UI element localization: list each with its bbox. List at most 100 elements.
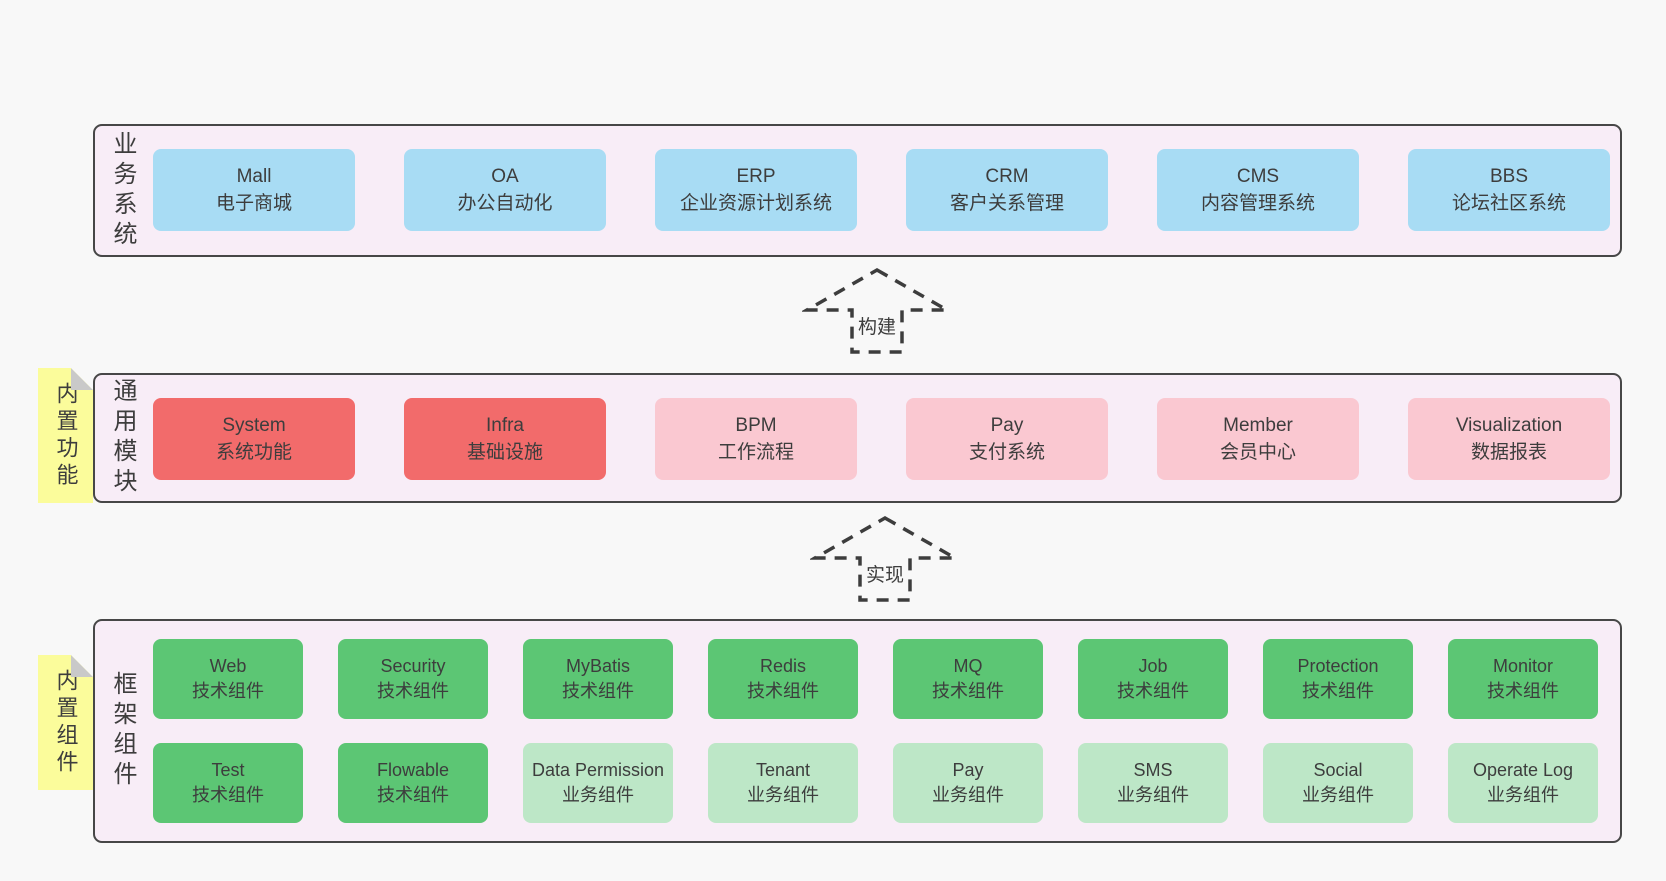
box-subtitle-zh: 技术组件 bbox=[192, 681, 264, 701]
box-title-en: System bbox=[222, 415, 286, 436]
box-security: Security 技术组件 bbox=[338, 639, 488, 719]
box-erp: ERP 企业资源计划系统 bbox=[655, 149, 857, 231]
box-subtitle-zh: 技术组件 bbox=[192, 785, 264, 805]
box-tenant: Tenant 业务组件 bbox=[708, 743, 858, 823]
box-subtitle-zh: 企业资源计划系统 bbox=[679, 193, 832, 214]
box-redis: Redis 技术组件 bbox=[708, 639, 858, 719]
box-title-en: Tenant bbox=[755, 760, 811, 780]
box-subtitle-zh: 业务组件 bbox=[562, 785, 634, 805]
box-subtitle-zh: 技术组件 bbox=[747, 681, 819, 701]
box-title-en: Pay bbox=[952, 760, 984, 780]
box-title-en: Redis bbox=[759, 656, 807, 676]
box-subtitle-zh: 基础设施 bbox=[466, 442, 543, 463]
box-subtitle-zh: 业务组件 bbox=[1302, 785, 1374, 805]
box-mall: Mall 电子商城 bbox=[153, 149, 355, 231]
panel-title-vertical: 业务系统 bbox=[109, 130, 136, 251]
box-title-en: Test bbox=[211, 760, 245, 780]
box-subtitle-zh: 会员中心 bbox=[1219, 442, 1296, 463]
box-mq: MQ 技术组件 bbox=[893, 639, 1043, 719]
box-title-en: ERP bbox=[736, 166, 776, 187]
box-protection: Protection 技术组件 bbox=[1263, 639, 1413, 719]
panel-title-vertical: 通用模块 bbox=[109, 378, 136, 498]
box-subtitle-zh: 论坛社区系统 bbox=[1451, 193, 1566, 214]
box-subtitle-zh: 技术组件 bbox=[1302, 681, 1374, 701]
box-subtitle-zh: 技术组件 bbox=[1117, 681, 1189, 701]
box-title-en: Data Permission bbox=[531, 760, 665, 780]
box-bbs: BBS 论坛社区系统 bbox=[1408, 149, 1610, 231]
box-title-en: MQ bbox=[953, 656, 983, 676]
box-title-en: SMS bbox=[1133, 760, 1173, 780]
box-flowable: Flowable 技术组件 bbox=[338, 743, 488, 823]
dashed-up-arrow-icon bbox=[802, 267, 952, 354]
box-title-en: CMS bbox=[1236, 166, 1280, 187]
box-subtitle-zh: 业务组件 bbox=[1487, 785, 1559, 805]
box-title-en: BBS bbox=[1489, 166, 1529, 187]
box-social: Social 业务组件 bbox=[1263, 743, 1413, 823]
box-title-en: Flowable bbox=[376, 760, 450, 780]
box-title-en: Security bbox=[380, 656, 446, 676]
box-title-en: OA bbox=[491, 166, 519, 187]
box-title-en: Monitor bbox=[1492, 656, 1554, 676]
box-title-en: Protection bbox=[1297, 656, 1379, 676]
box-title-en: Visualization bbox=[1455, 415, 1563, 436]
box-title-en: Mall bbox=[236, 166, 272, 187]
box-title-en: Member bbox=[1223, 415, 1293, 436]
box-web: Web 技术组件 bbox=[153, 639, 303, 719]
panel-title-vertical: 框架组件 bbox=[109, 671, 136, 791]
build-arrow-label: 构建 bbox=[854, 312, 900, 339]
box-subtitle-zh: 技术组件 bbox=[377, 681, 449, 701]
box-subtitle-zh: 技术组件 bbox=[932, 681, 1004, 701]
box-title-en: Infra bbox=[485, 415, 525, 436]
box-bpm: BPM 工作流程 bbox=[655, 398, 857, 480]
build-arrow: 构建 bbox=[802, 266, 952, 356]
box-subtitle-zh: 支付系统 bbox=[968, 442, 1045, 463]
box-subtitle-zh: 工作流程 bbox=[717, 442, 794, 463]
dashed-up-arrow-icon bbox=[810, 515, 960, 602]
box-title-en: CRM bbox=[985, 166, 1029, 187]
box-title-en: Operate Log bbox=[1472, 760, 1574, 780]
implement-arrow-label: 实现 bbox=[862, 560, 908, 587]
box-subtitle-zh: 技术组件 bbox=[1487, 681, 1559, 701]
box-infra: Infra 基础设施 bbox=[404, 398, 606, 480]
box-subtitle-zh: 电子商城 bbox=[215, 193, 292, 214]
box-mybatis: MyBatis 技术组件 bbox=[523, 639, 673, 719]
box-operate-log: Operate Log 业务组件 bbox=[1448, 743, 1598, 823]
box-monitor: Monitor 技术组件 bbox=[1448, 639, 1598, 719]
box-title-en: MyBatis bbox=[565, 656, 630, 676]
box-subtitle-zh: 技术组件 bbox=[562, 681, 634, 701]
box-sms: SMS 业务组件 bbox=[1078, 743, 1228, 823]
box-title-en: BPM bbox=[735, 415, 777, 436]
box-subtitle-zh: 业务组件 bbox=[932, 785, 1004, 805]
sticky-note-label: 内置组件 bbox=[53, 668, 79, 777]
sticky-note-builtin-features: 内置功能 bbox=[38, 368, 93, 503]
implement-arrow: 实现 bbox=[810, 514, 960, 604]
box-visualization: Visualization 数据报表 bbox=[1408, 398, 1610, 480]
box-title-en: Web bbox=[209, 656, 247, 676]
box-subtitle-zh: 系统功能 bbox=[215, 442, 292, 463]
box-subtitle-zh: 业务组件 bbox=[747, 785, 819, 805]
sticky-note-builtin-components: 内置组件 bbox=[38, 655, 93, 790]
box-subtitle-zh: 内容管理系统 bbox=[1200, 193, 1315, 214]
box-job: Job 技术组件 bbox=[1078, 639, 1228, 719]
box-data-permission: Data Permission 业务组件 bbox=[523, 743, 673, 823]
box-cms: CMS 内容管理系统 bbox=[1157, 149, 1359, 231]
box-title-en: Social bbox=[1313, 760, 1363, 780]
box-subtitle-zh: 业务组件 bbox=[1117, 785, 1189, 805]
box-subtitle-zh: 客户关系管理 bbox=[949, 193, 1064, 214]
box-system: System 系统功能 bbox=[153, 398, 355, 480]
box-subtitle-zh: 技术组件 bbox=[377, 785, 449, 805]
box-crm: CRM 客户关系管理 bbox=[906, 149, 1108, 231]
box-title-en: Job bbox=[1138, 656, 1168, 676]
box-pay: Pay 业务组件 bbox=[893, 743, 1043, 823]
sticky-note-label: 内置功能 bbox=[53, 381, 79, 490]
box-subtitle-zh: 数据报表 bbox=[1470, 442, 1547, 463]
box-test: Test 技术组件 bbox=[153, 743, 303, 823]
